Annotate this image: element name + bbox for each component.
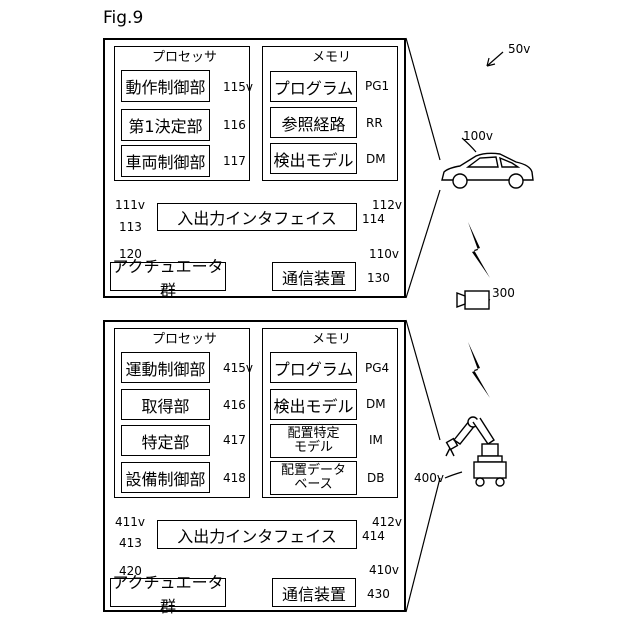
bottom-actuator-label: アクチュエータ群 xyxy=(111,569,225,617)
top-io-left-ref: 113 xyxy=(119,221,142,233)
top-memory-item-ref: DM xyxy=(366,153,386,165)
figure-label: Fig.9 xyxy=(103,10,143,27)
top-unit-box: 第1決定部 xyxy=(121,109,210,141)
lightning-icon xyxy=(460,220,500,280)
bottom-memory-item-box: 検出モデル xyxy=(270,389,357,420)
bottom-memory-item-ref: IM xyxy=(369,434,383,446)
top-unit-box: 車両制御部 xyxy=(121,145,210,177)
top-unit-label: 車両制御部 xyxy=(125,149,205,173)
top-comm-label: 通信装置 xyxy=(282,265,346,289)
bottom-actuator-group: アクチュエータ群 xyxy=(110,578,226,607)
top-memory-item-ref: RR xyxy=(366,117,383,129)
bottom-unit-label: 設備制御部 xyxy=(125,466,205,490)
top-memory-item-box: プログラム xyxy=(270,71,357,102)
bottom-unit-ref: 417 xyxy=(223,434,246,446)
bottom-comm-device: 通信装置 xyxy=(272,578,356,607)
bottom-unit-box: 特定部 xyxy=(121,425,210,456)
bottom-memory-item-box: 配置特定 モデル xyxy=(270,424,357,458)
bottom-memory-title: メモリ xyxy=(312,333,351,346)
top-io-label: 入出力インタフェイス xyxy=(177,205,337,229)
bottom-controller-ref: 410v xyxy=(369,564,399,576)
bottom-io-label: 入出力インタフェイス xyxy=(177,523,337,547)
bottom-io-left-ref: 413 xyxy=(119,537,142,549)
system-ref: 50v xyxy=(508,43,530,55)
bottom-comm-ref: 430 xyxy=(367,588,390,600)
top-memory-item-ref: PG1 xyxy=(365,80,389,92)
bottom-memory-item-label: プログラム xyxy=(274,356,354,380)
vehicle-projection-lines xyxy=(406,38,440,298)
robot-arm-icon xyxy=(442,410,512,494)
top-unit-ref: 116 xyxy=(223,119,246,131)
bottom-memory-item-label: 配置データ ベース xyxy=(281,464,346,491)
bottom-unit-box: 運動制御部 xyxy=(121,352,210,383)
bottom-memory-item-box: プログラム xyxy=(270,352,357,383)
top-bus-left-ref: 111v xyxy=(115,199,145,211)
top-controller-ref: 110v xyxy=(369,248,399,260)
camera-ref: 300 xyxy=(492,287,515,299)
robot-projection-lines xyxy=(406,320,440,612)
top-unit-label: 動作制御部 xyxy=(125,74,205,98)
top-unit-ref: 117 xyxy=(223,155,246,167)
bottom-memory-item-ref: PG4 xyxy=(365,362,389,374)
bottom-unit-ref: 416 xyxy=(223,399,246,411)
top-memory-title: メモリ xyxy=(312,51,351,64)
top-comm-device: 通信装置 xyxy=(272,262,356,291)
bottom-unit-box: 取得部 xyxy=(121,389,210,420)
top-comm-ref: 130 xyxy=(367,272,390,284)
lightning-icon xyxy=(460,340,500,400)
bottom-memory-item-label: 配置特定 モデル xyxy=(287,427,339,454)
bottom-memory-item-ref: DM xyxy=(366,398,386,410)
top-io-ref: 114 xyxy=(362,213,385,225)
camera-icon xyxy=(455,287,495,313)
bottom-unit-label: 運動制御部 xyxy=(125,356,205,380)
bottom-unit-label: 特定部 xyxy=(141,429,189,453)
bottom-bus-left-ref: 411v xyxy=(115,516,145,528)
bottom-unit-box: 設備制御部 xyxy=(121,462,210,493)
bottom-memory-item-box: 配置データ ベース xyxy=(270,461,357,495)
robot-ref: 400v xyxy=(414,472,444,484)
top-unit-box: 動作制御部 xyxy=(121,70,210,102)
bottom-unit-ref: 418 xyxy=(223,472,246,484)
bottom-memory-item-ref: DB xyxy=(367,472,384,484)
vehicle-icon xyxy=(438,150,538,192)
bottom-processor-title: プロセッサ xyxy=(152,333,217,346)
bottom-io-interface: 入出力インタフェイス xyxy=(157,520,357,549)
top-memory-item-label: 検出モデル xyxy=(273,147,353,171)
top-processor-title: プロセッサ xyxy=(152,51,217,64)
bottom-memory-item-label: 検出モデル xyxy=(273,393,353,417)
top-actuator-label: アクチュエータ群 xyxy=(111,253,225,301)
top-actuator-group: アクチュエータ群 xyxy=(110,262,226,291)
top-memory-item-box: 検出モデル xyxy=(270,143,357,174)
bottom-bus-right-ref: 412v xyxy=(372,516,402,528)
top-unit-label: 第1決定部 xyxy=(128,113,202,137)
bottom-comm-label: 通信装置 xyxy=(282,581,346,605)
top-io-interface: 入出力インタフェイス xyxy=(157,203,357,231)
bottom-unit-label: 取得部 xyxy=(141,393,189,417)
bottom-unit-ref: 415v xyxy=(223,362,253,374)
bottom-io-ref: 414 xyxy=(362,530,385,542)
top-memory-item-label: プログラム xyxy=(274,75,354,99)
vehicle-ref: 100v xyxy=(463,130,493,142)
top-bus-right-ref: 112v xyxy=(372,199,402,211)
top-memory-item-box: 参照経路 xyxy=(270,107,357,138)
top-unit-ref: 115v xyxy=(223,81,253,93)
top-memory-item-label: 参照経路 xyxy=(281,111,345,135)
